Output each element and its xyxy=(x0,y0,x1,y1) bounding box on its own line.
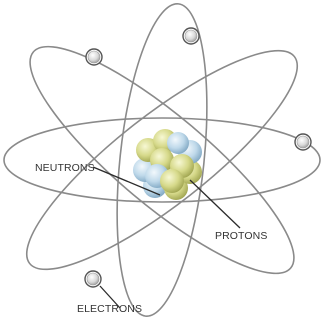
electron-top-left xyxy=(86,49,102,65)
electrons-label: ELECTRONS xyxy=(77,303,142,315)
electron-right xyxy=(295,134,311,150)
protons-leader xyxy=(190,180,240,228)
neutron xyxy=(167,132,189,154)
proton xyxy=(160,169,184,193)
protons-label: PROTONS xyxy=(215,230,267,242)
neutrons-label: NEUTRONS xyxy=(35,162,95,174)
nucleus xyxy=(133,129,202,200)
electron-bottom-left xyxy=(85,271,101,287)
electron-top xyxy=(183,28,199,44)
